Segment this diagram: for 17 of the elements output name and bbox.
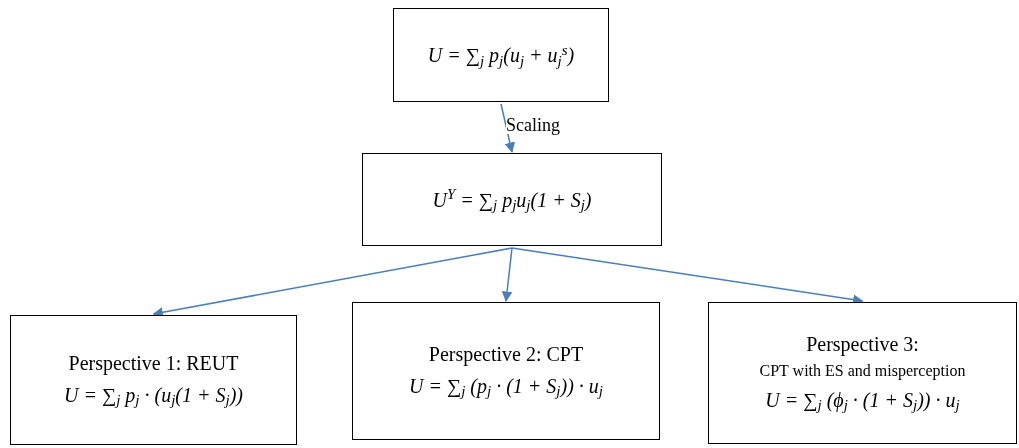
heading: Perspective 3: [806,331,919,357]
formula-box [362,153,662,246]
formula: U = ∑$_{j}$ p$_{j}$ · (u$_{j}$(1 + S$_{j}$)) [63,382,243,410]
formula: U$^{Y}$ = ∑$_{j}$ p$_{j}$u$_{j}$(1 + S$_{j}$) [432,185,592,215]
subtitle: CPT with ES and misperception [759,360,966,381]
formula: U = ∑$_{j}$ (p$_{j}$ · (1 + S$_{j}$)) · u$_{j}$ [408,373,603,401]
formula-box [10,315,297,445]
formula-box [352,302,660,440]
formula-box [708,302,1017,444]
arrow [501,247,513,303]
heading: Perspective 2: CPT [428,341,584,367]
formula: U = ∑$_{j}$ p$_{j}$(u$_{j}$ + u$_{j}$$^{s}$) [427,40,575,70]
formula-box [393,8,609,102]
arrow [500,103,515,153]
heading: Perspective 1: REUT [68,350,239,376]
formula: U = ∑$_{j}$ (ϕ$_{j}$ · (1 + S$_{j}$)) · u$_{j}$ [765,387,960,415]
edge-label: Scaling [506,116,560,134]
